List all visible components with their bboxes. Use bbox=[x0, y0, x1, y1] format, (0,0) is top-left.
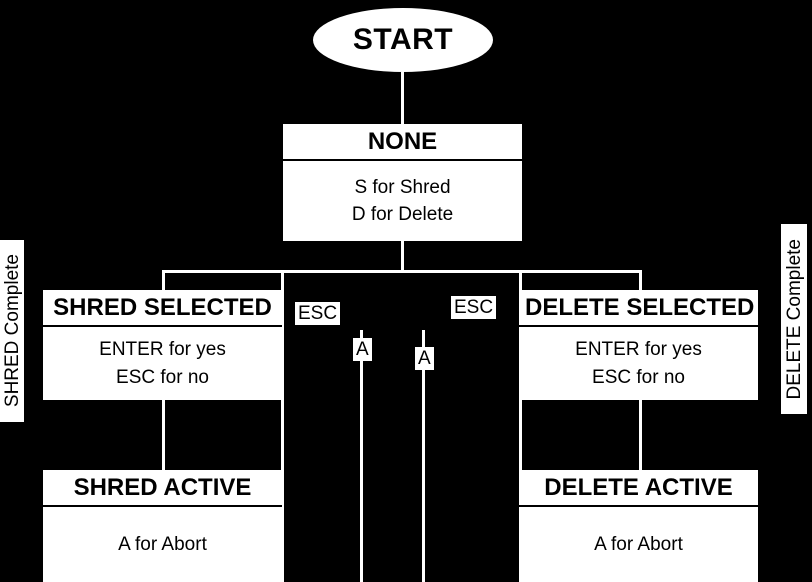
state-body-line: S for Shred bbox=[354, 176, 451, 198]
state-body-none: S for Shred D for Delete bbox=[283, 161, 522, 241]
edge-label-delete-complete-text: DELETE Complete bbox=[783, 238, 805, 400]
connector-delete-selected-to-active bbox=[639, 400, 642, 472]
state-node-none: NONE S for Shred D for Delete bbox=[283, 124, 522, 241]
state-body-line: D for Delete bbox=[351, 204, 454, 226]
state-body-line: ENTER for yes bbox=[575, 339, 702, 361]
state-node-shred-selected: SHRED SELECTED ENTER for yes ESC for no bbox=[43, 290, 282, 400]
connector-shred-selected-to-active bbox=[162, 400, 165, 472]
state-node-delete-selected: DELETE SELECTED ENTER for yes ESC for no bbox=[519, 290, 758, 400]
connector-none-horizontal bbox=[162, 270, 642, 273]
state-title-shred-selected: SHRED SELECTED bbox=[43, 290, 282, 328]
state-title-delete-active: DELETE ACTIVE bbox=[519, 470, 758, 508]
edge-label-esc-left: ESC bbox=[295, 302, 341, 325]
connector-to-shred-selected bbox=[162, 270, 165, 292]
state-body-delete-active: A for Abort bbox=[519, 507, 758, 582]
state-body-shred-active: A for Abort bbox=[43, 507, 282, 582]
connector-esc-right-vertical bbox=[519, 272, 522, 582]
edge-label-abort-right: A bbox=[415, 347, 434, 370]
edge-label-abort-left: A bbox=[353, 338, 372, 361]
state-body-line: ESC for no bbox=[116, 366, 209, 388]
state-body-shred-selected: ENTER for yes ESC for no bbox=[43, 327, 282, 400]
state-title-none: NONE bbox=[283, 124, 522, 162]
state-title-shred-active: SHRED ACTIVE bbox=[43, 470, 282, 508]
connector-start-to-none bbox=[401, 72, 404, 124]
edge-label-delete-complete: DELETE Complete bbox=[781, 224, 807, 414]
state-body-line: A for Abort bbox=[594, 533, 683, 555]
edge-label-shred-complete: SHRED Complete bbox=[0, 240, 24, 422]
connector-esc-left-vertical bbox=[281, 272, 284, 582]
state-body-line: ESC for no bbox=[592, 366, 685, 388]
edge-label-esc-right: ESC bbox=[451, 296, 497, 319]
state-node-delete-active: DELETE ACTIVE A for Abort bbox=[519, 470, 758, 582]
state-body-delete-selected: ENTER for yes ESC for no bbox=[519, 327, 758, 400]
edge-label-shred-complete-text: SHRED Complete bbox=[1, 254, 23, 408]
connector-to-delete-selected bbox=[639, 270, 642, 292]
state-body-line: A for Abort bbox=[118, 533, 207, 555]
state-title-delete-selected: DELETE SELECTED bbox=[519, 290, 758, 328]
start-node: START bbox=[313, 8, 493, 72]
connector-abort-left-vertical bbox=[360, 330, 363, 582]
connector-abort-right-vertical bbox=[422, 330, 425, 582]
start-node-label: START bbox=[352, 23, 454, 56]
connector-none-down bbox=[401, 241, 404, 271]
state-node-shred-active: SHRED ACTIVE A for Abort bbox=[43, 470, 282, 582]
state-body-line: ENTER for yes bbox=[99, 339, 226, 361]
